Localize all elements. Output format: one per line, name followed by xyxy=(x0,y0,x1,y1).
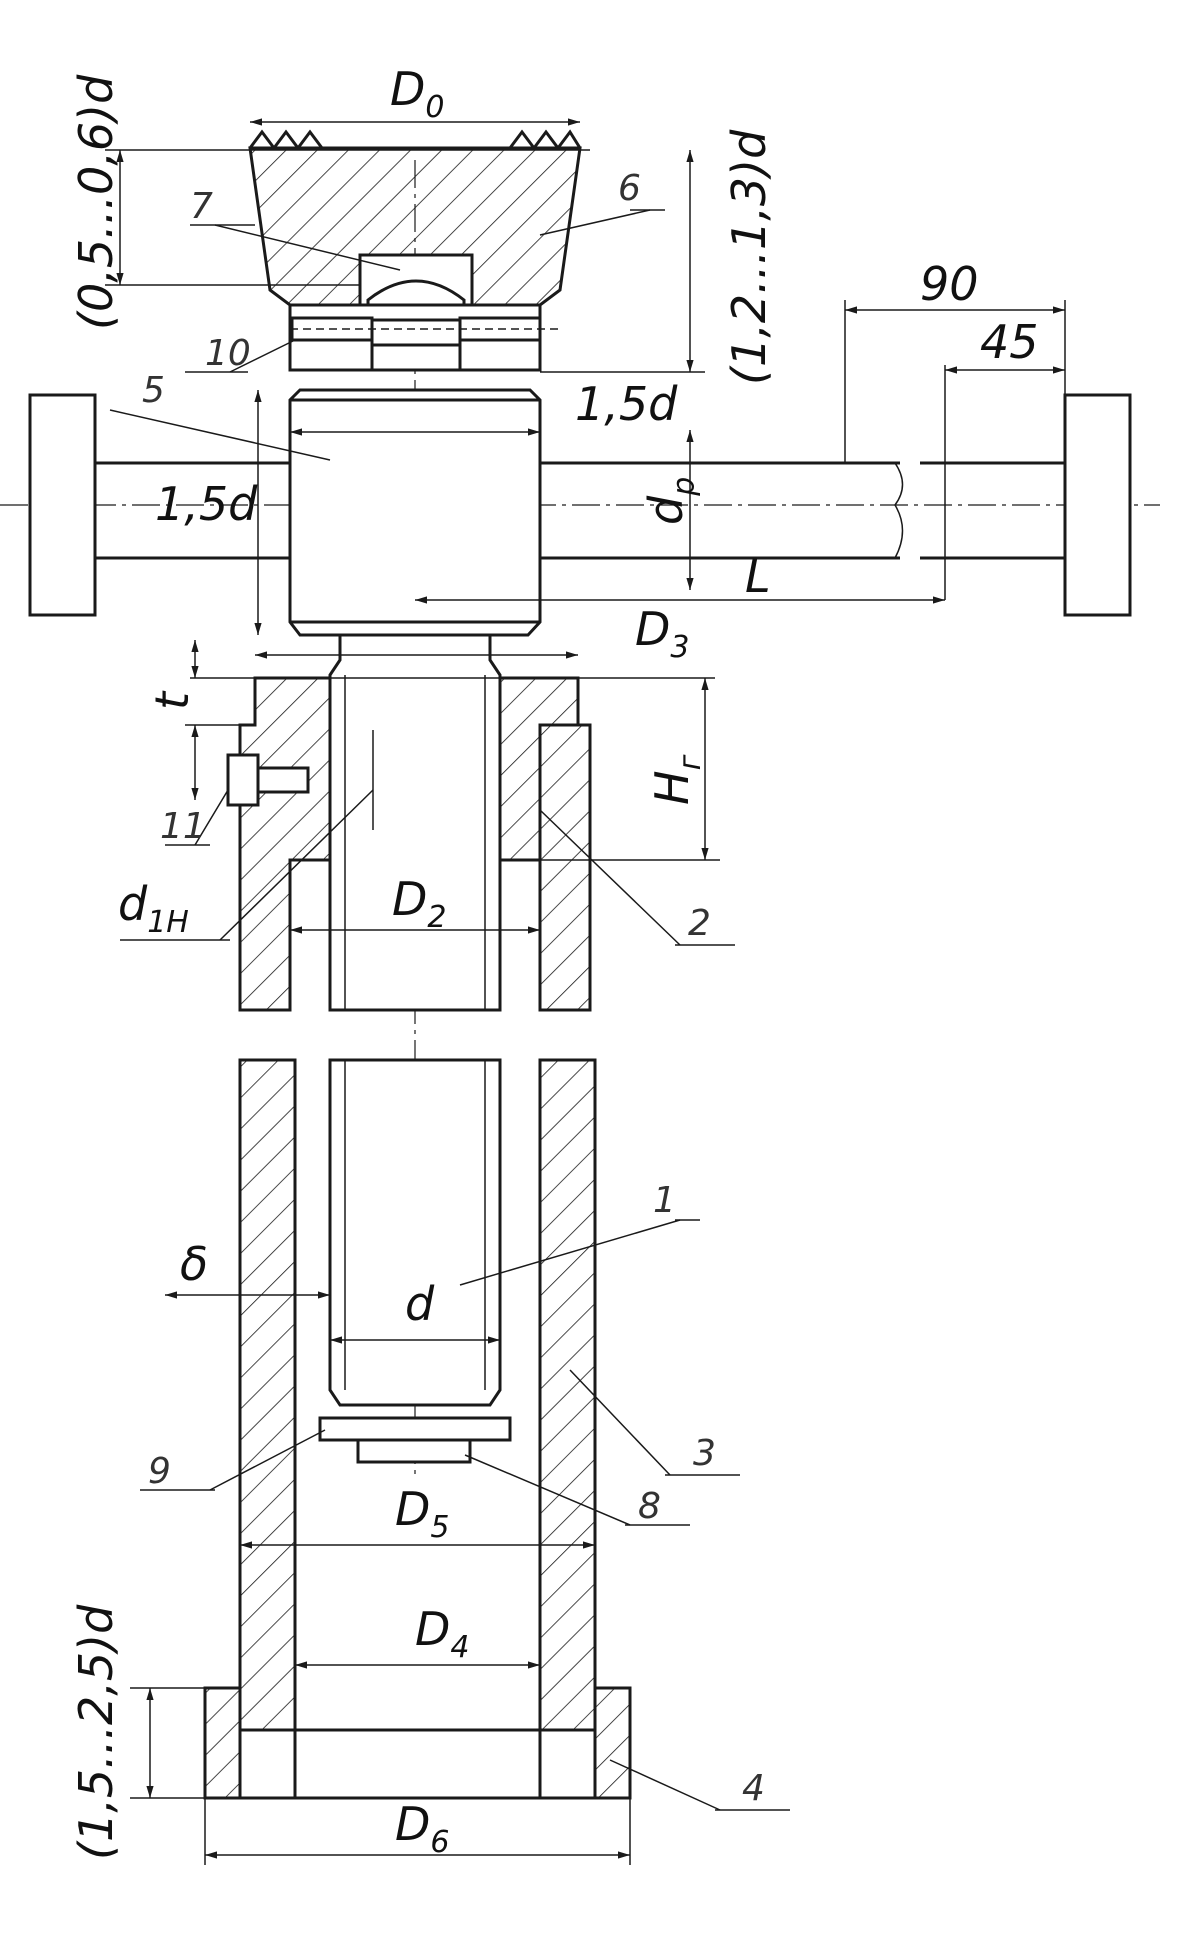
position-2: 2 xyxy=(688,903,711,944)
dim-Hr: Hг xyxy=(645,754,708,805)
washer xyxy=(318,1416,512,1442)
dim-base-height: (1,5...2,5)d xyxy=(69,1604,123,1860)
retaining-screws xyxy=(290,316,560,342)
dim-handle-end: 45 xyxy=(980,315,1039,369)
set-screw xyxy=(226,753,310,807)
dim-dp: dp xyxy=(639,477,702,525)
dim-handle-span: 90 xyxy=(920,257,979,311)
nut-housing xyxy=(238,676,592,1012)
position-5: 5 xyxy=(142,370,165,411)
position-11: 11 xyxy=(160,806,206,847)
position-6: 6 xyxy=(618,168,641,209)
position-8: 8 xyxy=(638,1486,661,1527)
dim-D3: D3 xyxy=(635,602,690,665)
position-4: 4 xyxy=(742,1768,765,1809)
dim-d: d xyxy=(405,1277,435,1331)
dimension-lines xyxy=(105,118,1066,1865)
dim-d1H: d1H xyxy=(118,877,189,940)
handle-knob-right xyxy=(1063,393,1132,617)
nut-body xyxy=(288,388,542,637)
dim-nut-height: 1,5d xyxy=(155,477,258,531)
dim-L: L xyxy=(745,549,771,603)
position-9: 9 xyxy=(148,1451,171,1492)
dim-delta: δ xyxy=(180,1237,208,1291)
dim-D6: D6 xyxy=(395,1797,450,1860)
dim-head-height: (1,2...1,3)d xyxy=(722,129,776,385)
dim-t: t xyxy=(145,690,199,710)
lead-screw-upper xyxy=(328,633,502,1012)
position-3: 3 xyxy=(693,1433,716,1474)
body-housing xyxy=(238,1058,597,1732)
dim-nut-width: 1,5d xyxy=(575,377,678,431)
position-10: 10 xyxy=(205,333,251,374)
dim-D2: D2 xyxy=(392,872,447,935)
lead-screw-lower xyxy=(328,1058,502,1407)
lock-nut xyxy=(356,1438,472,1464)
dim-top-gap: (0,5...0,6)d xyxy=(69,74,123,330)
leader-lines xyxy=(109,209,790,1811)
dim-D0: D0 xyxy=(390,62,445,125)
handle-knob-left xyxy=(28,393,97,617)
base xyxy=(203,1686,632,1800)
position-7: 7 xyxy=(190,186,213,227)
dim-D5: D5 xyxy=(395,1482,450,1545)
position-1: 1 xyxy=(653,1180,676,1221)
dim-D4: D4 xyxy=(415,1602,470,1665)
handle-bar xyxy=(28,393,1132,617)
